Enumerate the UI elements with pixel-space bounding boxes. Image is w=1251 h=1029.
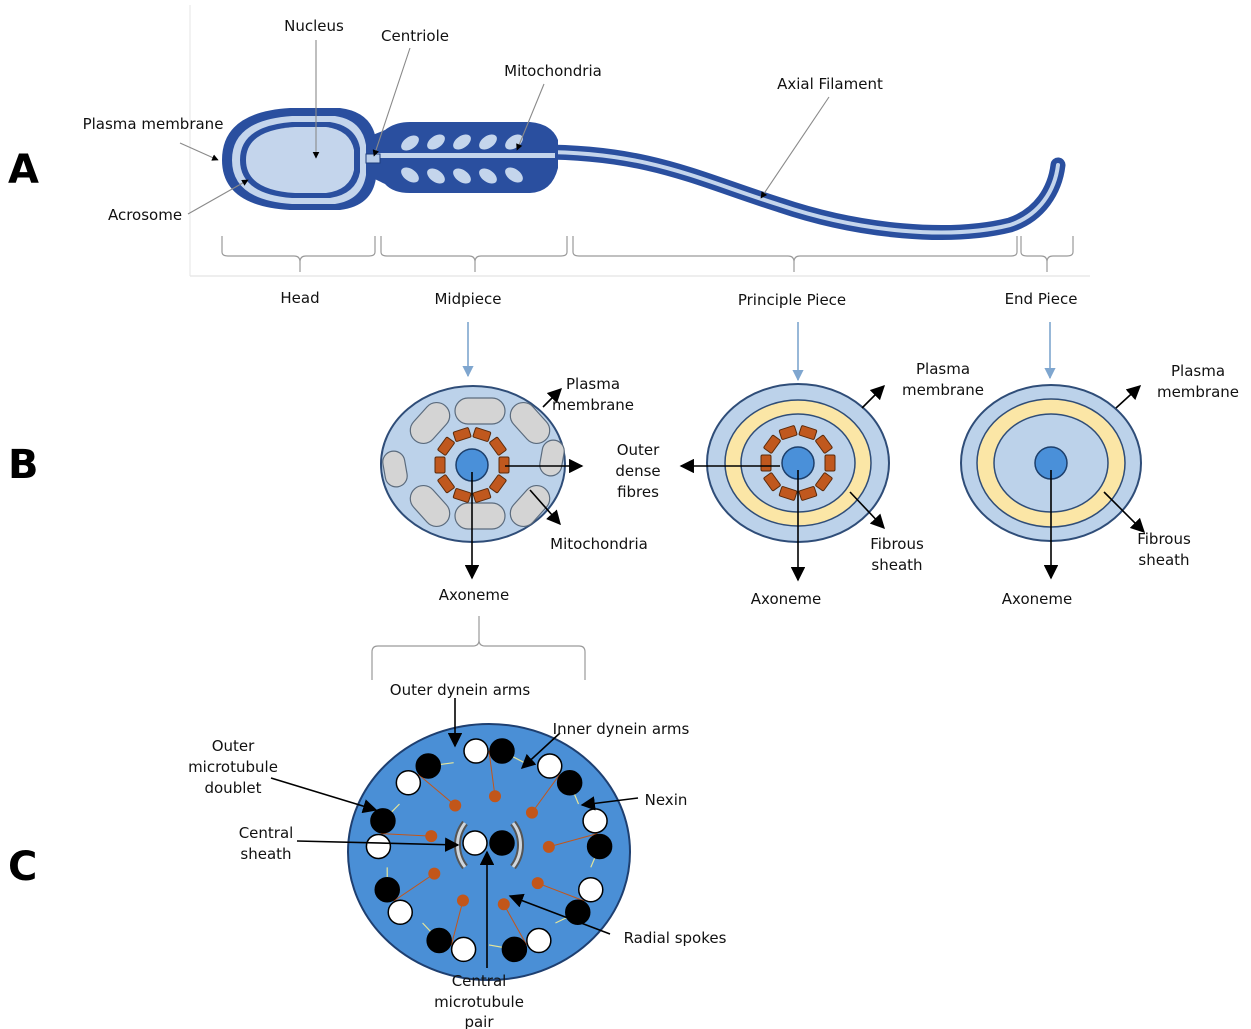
radial-spoke-head <box>449 800 461 812</box>
label-pp-fibrous-1: Fibrous <box>870 535 924 553</box>
radial-spoke-head <box>457 895 469 907</box>
label-outer-dynein: Outer dynein arms <box>390 681 531 699</box>
label-pp-plasma-1: Plasma <box>916 360 970 378</box>
microtubule-a <box>527 929 551 953</box>
label-outer-dense-2: dense <box>615 462 660 480</box>
radial-spoke-head <box>526 807 538 819</box>
brace-end <box>1021 236 1073 272</box>
label-outer-dense-3: fibres <box>617 483 659 501</box>
radial-spoke-head <box>532 877 544 889</box>
label-central-sheath-2: sheath <box>240 845 291 863</box>
microtubule-b <box>371 809 395 833</box>
radial-spoke-head <box>543 841 555 853</box>
brace-head <box>222 236 375 272</box>
microtubule-b <box>427 929 451 953</box>
sperm-illustration <box>190 5 1090 276</box>
label-nexin: Nexin <box>645 791 688 809</box>
midpiece-cross-section <box>381 386 566 542</box>
microtubule-a <box>366 834 390 858</box>
label-radial-spokes: Radial spokes <box>624 929 727 947</box>
axoneme-cross-section <box>348 724 630 980</box>
outer-dense-fibre <box>499 457 509 473</box>
label-ep-fibrous-2: sheath <box>1138 551 1189 569</box>
panel-label-b: B <box>8 442 39 488</box>
microtubule-a <box>452 937 476 961</box>
label-centriole: Centriole <box>381 27 449 45</box>
label-cmp-1: Central <box>452 972 507 990</box>
brace-principle <box>573 236 1017 272</box>
label-pp-plasma-2: membrane <box>902 381 984 399</box>
microtubule-b <box>490 739 514 763</box>
label-ep-axoneme: Axoneme <box>1002 590 1072 608</box>
label-ep-fibrous-1: Fibrous <box>1137 530 1191 548</box>
outer-dense-fibre <box>761 455 771 471</box>
microtubule-b <box>558 771 582 795</box>
label-omd-2: microtubule <box>188 758 278 776</box>
label-head: Head <box>280 289 319 307</box>
outer-dense-fibre <box>435 457 445 473</box>
label-omd-1: Outer <box>212 737 255 755</box>
brace-midpiece <box>381 236 567 272</box>
microtubule-a <box>396 771 420 795</box>
label-pp-axoneme: Axoneme <box>751 590 821 608</box>
sperm-tail <box>540 152 1058 232</box>
centriole-shape <box>366 154 380 163</box>
microtubule-a <box>538 754 562 778</box>
label-ep-plasma-1: Plasma <box>1171 362 1225 380</box>
microtubule-a <box>583 809 607 833</box>
label-mid-plasma-2: membrane <box>552 396 634 414</box>
radial-spoke-head <box>489 790 501 802</box>
radial-spoke-head <box>425 830 437 842</box>
label-midpiece: Midpiece <box>434 290 501 308</box>
microtubule-b <box>588 834 612 858</box>
label-omd-3: doublet <box>204 779 261 797</box>
label-ep-plasma-2: membrane <box>1157 383 1239 401</box>
label-end-piece: End Piece <box>1005 290 1078 308</box>
label-axial-filament: Axial Filament <box>777 75 883 93</box>
brace-axoneme <box>372 616 585 680</box>
microtubule-b <box>416 754 440 778</box>
microtubule-b <box>566 900 590 924</box>
label-mid-axoneme: Axoneme <box>439 586 509 604</box>
label-plasma-membrane-a: Plasma membrane <box>83 115 224 133</box>
microtubule-b <box>375 878 399 902</box>
label-mid-plasma-1: Plasma <box>566 375 620 393</box>
label-nucleus: Nucleus <box>284 17 344 35</box>
label-cmp-2: microtubule <box>434 993 524 1011</box>
radial-spoke-head <box>428 868 440 880</box>
label-acrosome: Acrosome <box>108 206 182 224</box>
label-inner-dynein: Inner dynein arms <box>553 720 690 738</box>
panel-label-a: A <box>8 147 39 193</box>
label-mitochondria-a: Mitochondria <box>504 62 602 80</box>
microtubule-a <box>388 900 412 924</box>
label-cmp-3: pair <box>464 1013 494 1029</box>
panel-label-c: C <box>8 844 37 890</box>
microtubule-a <box>579 878 603 902</box>
label-pp-fibrous-2: sheath <box>871 556 922 574</box>
label-mitochondria-b: Mitochondria <box>550 535 648 553</box>
microtubule-a <box>464 739 488 763</box>
label-principle-piece: Principle Piece <box>738 291 846 309</box>
radial-spoke-head <box>498 898 510 910</box>
nucleus-shape <box>246 127 354 193</box>
label-outer-dense-1: Outer <box>617 441 660 459</box>
label-central-sheath-1: Central <box>239 824 294 842</box>
microtubule-b <box>502 937 526 961</box>
outer-dense-fibre <box>825 455 835 471</box>
